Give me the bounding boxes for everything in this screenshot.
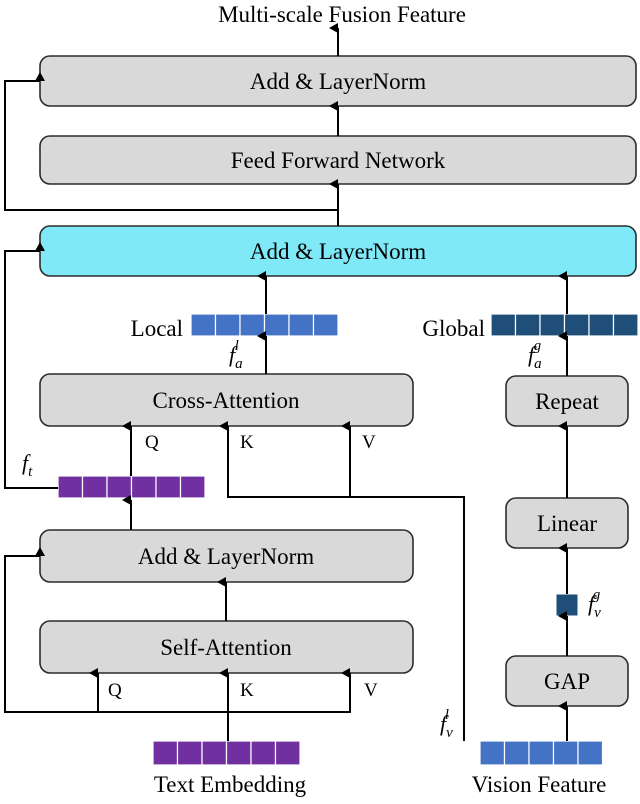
- fusion-add-layernorm-label: Add & LayerNorm: [250, 239, 426, 264]
- token-cell: [577, 740, 604, 766]
- global-label: Global: [422, 316, 485, 341]
- local-label: Local: [131, 316, 183, 341]
- token-cell: [130, 475, 157, 499]
- vision-feature-token-bar: [479, 740, 604, 766]
- token-cell: [155, 475, 182, 499]
- token-cell: [179, 475, 206, 499]
- token-cell: [612, 313, 639, 337]
- cross-v-label: V: [362, 432, 376, 453]
- repeat-label: Repeat: [535, 389, 599, 414]
- arrow-up-icon: [4, 72, 338, 211]
- global-pooled-token: [555, 593, 579, 617]
- text-embedding-label: Text Embedding: [154, 772, 307, 797]
- token-cell: [225, 740, 252, 766]
- token-cell: [152, 740, 179, 766]
- feed-forward-label: Feed Forward Network: [231, 148, 446, 173]
- token-cell: [479, 740, 506, 766]
- linear-label: Linear: [537, 511, 597, 536]
- connectors: [4, 23, 568, 741]
- text-feature-token-bar: [57, 475, 206, 499]
- token-cell: [563, 313, 590, 337]
- token-cell: [552, 740, 579, 766]
- f-t-symbol: ft: [22, 450, 33, 480]
- token-cell: [288, 313, 315, 337]
- cross-q-label: Q: [145, 432, 159, 453]
- f-v-local-symbol: fvl: [440, 707, 453, 741]
- cross-attention-block: Cross-Attention: [39, 373, 414, 427]
- token-cell: [514, 313, 541, 337]
- fusion-add-layernorm-block: Add & LayerNorm: [39, 225, 637, 277]
- arrow-up-icon: [219, 421, 465, 741]
- text-add-layernorm-block: Add & LayerNorm: [39, 529, 414, 583]
- token-cell: [274, 740, 301, 766]
- cross-k-label: K: [240, 432, 254, 453]
- token-cell: [503, 740, 530, 766]
- token-cell: [57, 475, 84, 499]
- local-token-bar: [190, 313, 339, 337]
- f-a-global-symbol: fag: [528, 338, 542, 372]
- top-add-layernorm-label: Add & LayerNorm: [250, 69, 426, 94]
- repeat-block: Repeat: [505, 375, 629, 427]
- token-cell: [201, 740, 228, 766]
- arrow-up-icon: [228, 668, 351, 713]
- gap-block: GAP: [505, 655, 629, 707]
- global-token-bar: [490, 313, 639, 337]
- top-add-layernorm-block: Add & LayerNorm: [39, 55, 637, 107]
- token-cell: [250, 740, 277, 766]
- token-cell: [588, 313, 615, 337]
- token-cell: [106, 475, 133, 499]
- text-add-layernorm-label: Add & LayerNorm: [138, 544, 314, 569]
- linear-block: Linear: [505, 497, 629, 549]
- token-cell: [539, 313, 566, 337]
- f-a-local-symbol: fal: [229, 338, 243, 372]
- self-v-label: V: [364, 680, 378, 701]
- f-v-global-symbol: fvg: [588, 587, 601, 621]
- self-k-label: K: [240, 680, 254, 701]
- token-cell: [239, 313, 266, 337]
- token-cell: [263, 313, 290, 337]
- token-cell: [528, 740, 555, 766]
- token-cell: [312, 313, 339, 337]
- token-cell: [214, 313, 241, 337]
- arrow-up-icon: [4, 547, 228, 713]
- token-cell: [190, 313, 217, 337]
- token-cell: [81, 475, 108, 499]
- self-q-label: Q: [108, 680, 122, 701]
- token-cell: [176, 740, 203, 766]
- feed-forward-block: Feed Forward Network: [39, 135, 637, 185]
- cross-attention-label: Cross-Attention: [153, 388, 300, 413]
- token-cell: [490, 313, 517, 337]
- gap-label: GAP: [544, 669, 590, 694]
- self-attention-block: Self-Attention: [39, 620, 414, 674]
- arrow-up-icon: [4, 242, 58, 489]
- vision-feature-label: Vision Feature: [472, 772, 607, 797]
- self-attention-label: Self-Attention: [160, 635, 292, 660]
- output-title: Multi-scale Fusion Feature: [218, 2, 466, 27]
- text-embedding-token-bar: [152, 740, 301, 766]
